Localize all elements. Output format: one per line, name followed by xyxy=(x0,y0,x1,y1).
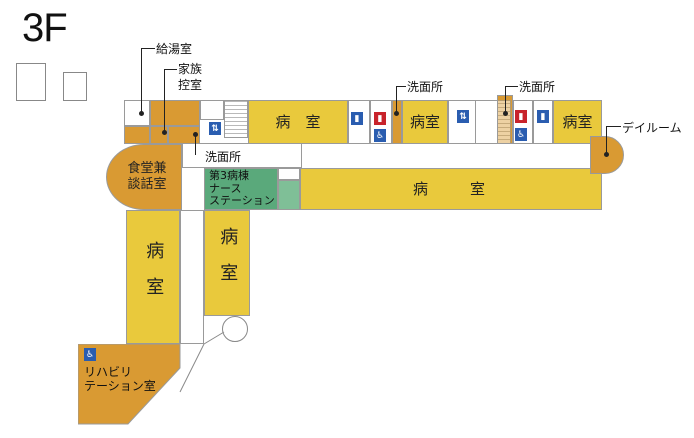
toilet-icon: ▮ xyxy=(515,110,527,123)
rehab-room-shape xyxy=(77,343,181,425)
family-room-leader-v xyxy=(164,69,165,131)
corridor-mid xyxy=(182,144,302,168)
washroom-leader-center-v xyxy=(396,86,397,112)
station-annex-top[interactable] xyxy=(278,168,300,180)
washroom-leader-right-v xyxy=(505,86,506,112)
kitchenette-dot xyxy=(139,111,144,116)
nurse-station-label: 第3病棟 ナース ステーション xyxy=(209,169,275,208)
corridor-left xyxy=(180,210,204,344)
washroom-label-right: 洗面所 xyxy=(519,80,556,94)
service-room-small[interactable] xyxy=(150,126,168,144)
ward-left-vertical[interactable]: 病室 xyxy=(126,210,180,344)
rehab-room[interactable]: リハビリ テーション室 xyxy=(77,343,182,426)
washroom-dot-center xyxy=(394,111,399,116)
stairs-right[interactable] xyxy=(497,100,511,144)
washroom-dot-right xyxy=(503,111,508,116)
rehab-room-label: リハビリ テーション室 xyxy=(84,365,156,393)
ward-top-3-label: 病室 xyxy=(562,112,593,131)
kitchenette-leader-v xyxy=(141,48,142,112)
ward-top-1-label: 病 室 xyxy=(275,112,321,131)
ward-inner-vertical-label: 病室 xyxy=(217,227,239,299)
kitchenette-room[interactable] xyxy=(150,100,200,126)
washroom-label-center: 洗面所 xyxy=(407,80,444,94)
service-room-strip[interactable] xyxy=(124,126,150,144)
accessible-icon: ♿ xyxy=(515,128,527,141)
ward-top-2-label: 病室 xyxy=(409,112,440,131)
elevator-icon: ⇅ xyxy=(209,122,221,135)
ward-inner-vertical[interactable]: 病室 xyxy=(204,210,250,316)
family-room[interactable] xyxy=(168,126,200,144)
dining-lounge-label: 食堂兼 談話室 xyxy=(127,160,167,192)
outline-box-right xyxy=(63,72,87,101)
toilet-icon: ▮ xyxy=(351,112,363,125)
day-room[interactable] xyxy=(590,136,624,174)
elevator-hall[interactable] xyxy=(200,100,224,120)
connector-lines xyxy=(179,331,225,393)
washroom-1[interactable] xyxy=(392,100,402,144)
small-room-top-left[interactable] xyxy=(124,100,150,126)
ward-middle[interactable]: 病 室 xyxy=(300,168,602,210)
washroom-leader-right xyxy=(505,86,518,87)
day-room-leader-v xyxy=(606,126,607,154)
stair-tower-circle[interactable] xyxy=(222,316,248,342)
nurse-station[interactable]: 第3病棟 ナース ステーション xyxy=(204,168,278,210)
stairs-top[interactable] xyxy=(224,100,248,138)
day-room-leader xyxy=(606,126,621,127)
ward-left-vertical-label: 病室 xyxy=(143,241,165,313)
ward-top-1[interactable]: 病 室 xyxy=(248,100,348,144)
accessible-icon: ♿ xyxy=(374,129,386,142)
toilet-icon: ▮ xyxy=(374,112,386,125)
outline-box-left xyxy=(16,63,46,101)
family-room-label: 家族 控室 xyxy=(178,62,203,92)
dining-lounge[interactable]: 食堂兼 談話室 xyxy=(106,144,182,210)
washroom-leader-left xyxy=(195,135,196,155)
family-room-dot xyxy=(162,130,167,135)
accessible-icon: ♿ xyxy=(84,348,96,361)
day-room-dot xyxy=(604,152,609,157)
kitchenette-leader xyxy=(141,48,155,49)
floor-title: 3F xyxy=(22,6,68,50)
ward-middle-label: 病 室 xyxy=(412,179,489,198)
washroom-leader-center xyxy=(396,86,406,87)
kitchenette-label: 給湯室 xyxy=(156,42,193,56)
elevator-icon: ⇅ xyxy=(457,110,469,123)
family-room-leader xyxy=(164,69,177,70)
connector-line-inner xyxy=(203,331,225,345)
ward-top-2[interactable]: 病室 xyxy=(402,100,448,144)
washroom-label-left: 洗面所 xyxy=(205,150,242,164)
day-room-label: デイルーム xyxy=(622,121,682,135)
connector-line-outer xyxy=(179,343,205,393)
toilet-icon: ▮ xyxy=(537,110,549,123)
washroom-dot-left xyxy=(193,132,198,137)
station-annex[interactable] xyxy=(278,180,300,210)
